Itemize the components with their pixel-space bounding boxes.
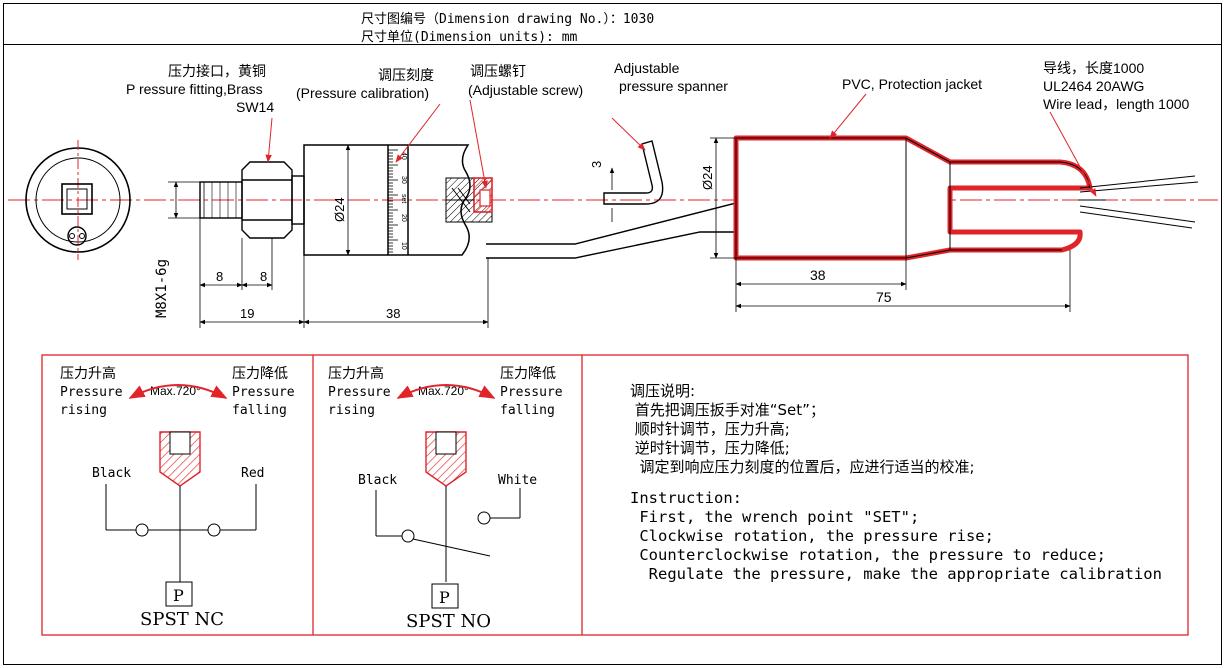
calibration-leader <box>395 103 441 163</box>
instr-cn-1: 首先把调压扳手对准“Set”； <box>630 401 825 419</box>
dim-38a: 38 <box>386 306 400 321</box>
screw-label-cn: 调压螺钉 <box>470 63 526 79</box>
wire-out-2 <box>1079 205 1196 229</box>
instr-cn-3: 逆时针调节，压力降低; <box>630 439 790 457</box>
instr-en-title: Instruction: <box>630 489 742 507</box>
nc-port: P <box>173 586 184 605</box>
lead-label-en: Wire lead，length 1000 <box>1043 96 1190 112</box>
lead-label-cn: 导线，长度1000 <box>1043 60 1144 76</box>
switch-diagram-nc: 压力升高 Pressure rising Max.720° 压力降低 Press… <box>60 365 295 630</box>
instr-en-1: First, the wrench point "SET"; <box>630 508 920 526</box>
no-rise-en1: Pressure <box>328 385 391 400</box>
scale-40: 40 <box>400 152 407 160</box>
drawing-frame <box>3 3 1222 665</box>
nc-fall-cn: 压力降低 <box>232 365 288 381</box>
dimension-lines <box>168 137 1071 328</box>
no-fall-cn: 压力降低 <box>500 365 556 381</box>
no-fall-en2: falling <box>500 403 555 418</box>
pressure-fitting <box>199 161 305 239</box>
instr-en-2: Clockwise rotation, the pressure rise; <box>630 527 994 545</box>
end-view <box>25 140 131 260</box>
instr-en-3: Counterclockwise rotation, the pressure … <box>630 546 1106 564</box>
wire-out-1 <box>1079 175 1199 193</box>
dim-38b: 38 <box>810 267 826 283</box>
dim-8a: 8 <box>216 269 223 284</box>
instr-cn-4: 调定到响应压力刻度的位置后，应进行适当的校准; <box>630 458 975 476</box>
spanner-label-1: Adjustable <box>614 60 680 76</box>
pvc-leader <box>829 93 867 139</box>
fitting-label-cn: 压力接口，黄铜 <box>168 63 266 79</box>
adjustable-spanner <box>603 140 664 205</box>
nc-type: SPST NC <box>140 609 224 630</box>
instr-cn-2: 顺时针调节，压力升高; <box>630 420 790 438</box>
spanner-label-2: pressure spanner <box>619 78 728 94</box>
scale-set: set <box>400 194 407 203</box>
instr-en-4: Regulate the pressure, make the appropri… <box>630 565 1162 583</box>
scale-10: 10 <box>400 242 407 250</box>
fitting-label-en: P ressure fitting,Brass <box>126 81 263 97</box>
nc-left-wire: Black <box>92 466 131 481</box>
spanner-leader <box>611 117 646 151</box>
bottom-panel <box>41 354 1189 636</box>
instructions: 调压说明: 首先把调压扳手对准“Set”； 顺时针调节，压力升高; 逆时针调节，… <box>630 382 1162 584</box>
thread-label: M8X1-6g <box>154 259 170 318</box>
no-right-wire: White <box>498 473 537 488</box>
lead-leader <box>1049 111 1097 197</box>
no-rise-cn: 压力升高 <box>328 365 384 381</box>
nc-rise-cn: 压力升高 <box>60 365 116 381</box>
body-diameter: Ø24 <box>332 197 347 222</box>
calib-label-cn: 调压刻度 <box>378 67 434 83</box>
nc-fall-en1: Pressure <box>232 385 295 400</box>
no-left-wire: Black <box>358 473 397 488</box>
switch-diagram-no: 压力升高 Pressure rising Max.720° 压力降低 Press… <box>328 365 563 632</box>
fitting-leader <box>265 117 273 163</box>
scale-20: 20 <box>400 214 407 222</box>
pvc-label: PVC, Protection jacket <box>842 76 982 92</box>
pvc-jacket <box>733 135 1093 261</box>
screw-leader <box>469 99 488 189</box>
dim-3: 3 <box>589 161 604 168</box>
dimension-units: 尺寸单位(Dimension units): mm <box>361 30 578 45</box>
calibration-scale <box>388 149 398 253</box>
title-block: 尺寸图编号（Dimension drawing No.）：1030 尺寸单位(D… <box>3 3 1222 45</box>
dim-75: 75 <box>876 289 892 305</box>
lead-label-awg: UL2464 20AWG <box>1043 78 1144 94</box>
calib-label-en: (Pressure calibration) <box>296 85 429 101</box>
fitting-label-sw: SW14 <box>236 99 274 115</box>
nc-rise-en1: Pressure <box>60 385 123 400</box>
drawing-number: 尺寸图编号（Dimension drawing No.）：1030 <box>361 12 655 27</box>
no-rise-en2: rising <box>328 403 375 418</box>
nc-fall-en2: falling <box>232 403 287 418</box>
nc-right-wire: Red <box>241 466 264 481</box>
screw-label-en: (Adjustable screw) <box>468 82 583 98</box>
dim-19: 19 <box>240 306 254 321</box>
instr-cn-title: 调压说明: <box>630 382 696 400</box>
no-type: SPST NO <box>406 611 491 632</box>
nc-rise-en2: rising <box>60 403 107 418</box>
no-fall-en1: Pressure <box>500 385 563 400</box>
dim-8b: 8 <box>260 269 267 284</box>
no-port: P <box>439 588 450 607</box>
jacket-diameter: Ø24 <box>700 165 715 190</box>
scale-30: 30 <box>400 176 407 184</box>
